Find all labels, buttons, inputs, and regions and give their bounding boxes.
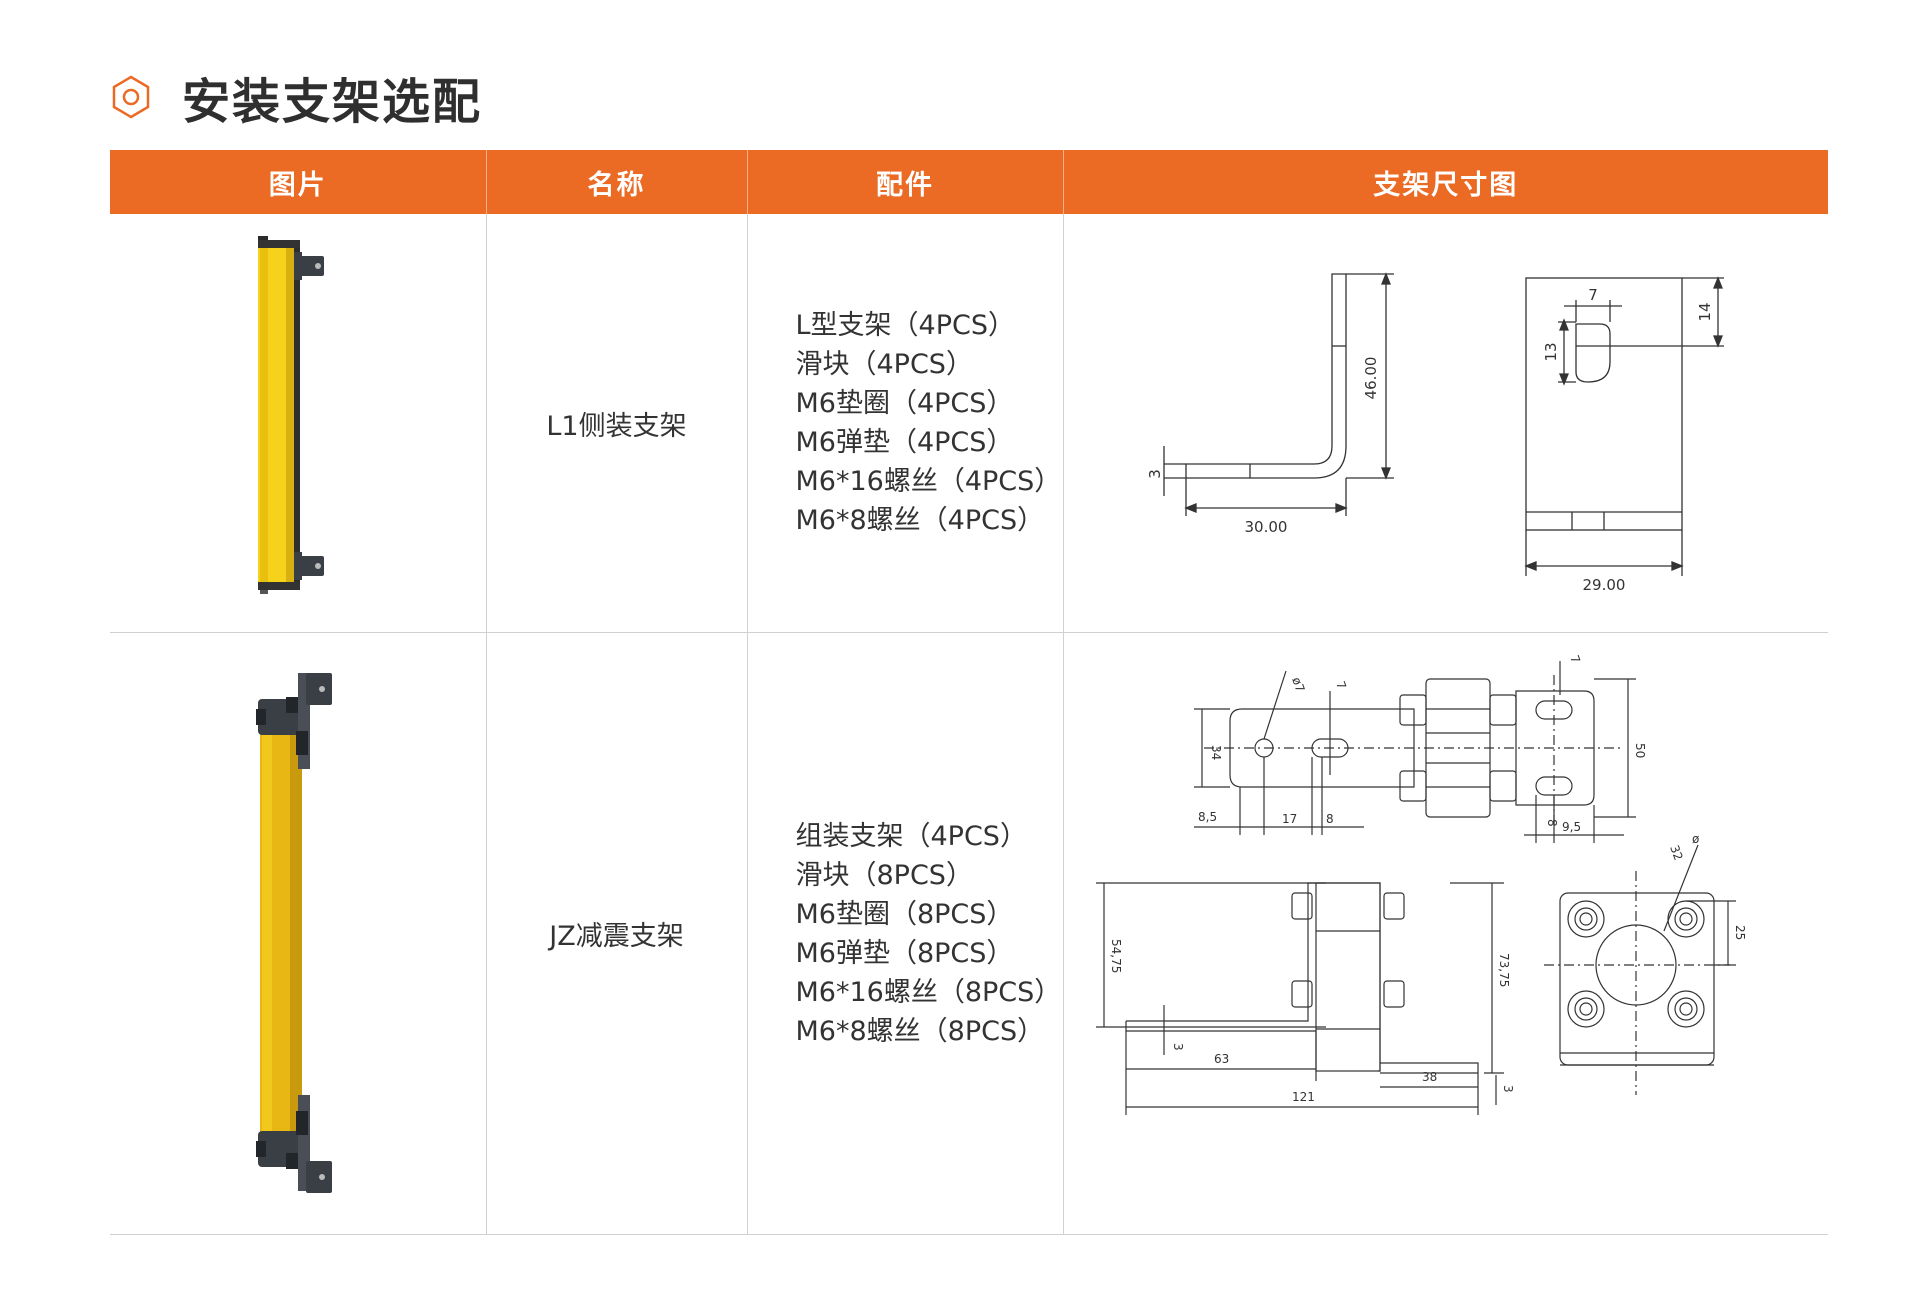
hexagon-icon [112, 75, 150, 119]
part-item: M6垫圈（4PCS） [795, 388, 1014, 419]
l1-light-curtain-image [258, 236, 324, 594]
dim-54-75: 54,75 [1109, 939, 1123, 973]
dimension-drawing-cell: 46.00 3 30.00 [1062, 214, 1828, 633]
dim-top: 14 [1696, 302, 1714, 321]
page-title: 安装支架选配 [182, 74, 483, 130]
l1-dimension-drawing: 46.00 3 30.00 [1146, 272, 1724, 594]
dim-8-5: 8,5 [1198, 810, 1217, 824]
product-name: JZ减震支架 [485, 632, 747, 1235]
dim-width: 30.00 [1244, 518, 1287, 536]
part-item: 组装支架（4PCS） [795, 820, 1027, 852]
section-heading: 安装支架选配 [108, 62, 482, 132]
dim-17: 17 [1282, 812, 1297, 826]
dim-25: 25 [1733, 925, 1747, 940]
product-image-cell [110, 632, 486, 1235]
dim-121: 121 [1292, 1090, 1315, 1104]
dim-9-5: 9,5 [1562, 820, 1581, 834]
dim-32: 32 [1667, 843, 1685, 862]
part-item: 滑块（4PCS） [795, 349, 973, 380]
product-name: L1侧装支架 [485, 214, 747, 633]
product-image-cell [110, 214, 486, 633]
dim-3a: 3 [1171, 1043, 1185, 1051]
dim-slot-width: 7 [1588, 286, 1598, 304]
dim-hole-dia: ø7 [1289, 675, 1307, 694]
header-image: 图片 [110, 150, 486, 214]
part-item: L型支架（4PCS） [795, 310, 1016, 341]
part-item: M6*8螺丝（4PCS） [795, 505, 1045, 536]
header-dimension-drawing: 支架尺寸图 [1062, 150, 1828, 214]
part-item: M6*16螺丝（8PCS） [795, 976, 1062, 1008]
dim-thickness: 3 [1146, 469, 1164, 479]
table-row: JZ减震支架 组装支架（4PCS） 滑块（8PCS） M6垫圈（8PCS） M6… [110, 632, 1828, 1235]
part-item: 滑块（8PCS） [795, 859, 973, 891]
part-item: M6垫圈（8PCS） [795, 898, 1014, 930]
parts-list: L型支架（4PCS） 滑块（4PCS） M6垫圈（4PCS） M6弹垫（4PCS… [746, 214, 1063, 633]
parts-list: 组装支架（4PCS） 滑块（8PCS） M6垫圈（8PCS） M6弹垫（8PCS… [746, 632, 1063, 1235]
dim-front-width: 29.00 [1582, 576, 1625, 594]
part-item: M6*8螺丝（8PCS） [795, 1015, 1045, 1047]
header-parts: 配件 [746, 150, 1063, 214]
part-item: M6*16螺丝（4PCS） [795, 466, 1062, 497]
dim-63: 63 [1214, 1052, 1229, 1066]
dim-50: 50 [1633, 743, 1647, 758]
part-item: M6弹垫（8PCS） [795, 937, 1014, 969]
bracket-table: 图片 名称 配件 支架尺寸图 [110, 150, 1828, 1235]
dim-slot-b: 7 [1567, 653, 1583, 665]
table-header-row: 图片 名称 配件 支架尺寸图 [110, 150, 1828, 214]
dim-8: 8 [1326, 812, 1334, 826]
jz-light-curtain-image [256, 673, 332, 1193]
dimension-drawing-cell: ø7 7 34 8,5 17 8 [1062, 632, 1828, 1235]
dim-phi: ø [1692, 832, 1699, 846]
table-row: L1侧装支架 L型支架（4PCS） 滑块（4PCS） M6垫圈（4PCS） M6… [110, 214, 1828, 633]
dim-34: 34 [1209, 745, 1223, 760]
dim-slot-a: 7 [1333, 679, 1349, 691]
dim-38: 38 [1422, 1070, 1437, 1084]
dim-3b: 3 [1501, 1085, 1515, 1093]
dim-73-75: 73,75 [1497, 953, 1511, 987]
jz-dimension-drawing: ø7 7 34 8,5 17 8 [1095, 653, 1747, 1115]
part-item: M6弹垫（4PCS） [795, 427, 1014, 458]
dim-8b: 8 [1545, 819, 1559, 827]
dim-slot-height: 13 [1542, 342, 1560, 361]
dim-height: 46.00 [1362, 357, 1380, 400]
header-name: 名称 [485, 150, 747, 214]
